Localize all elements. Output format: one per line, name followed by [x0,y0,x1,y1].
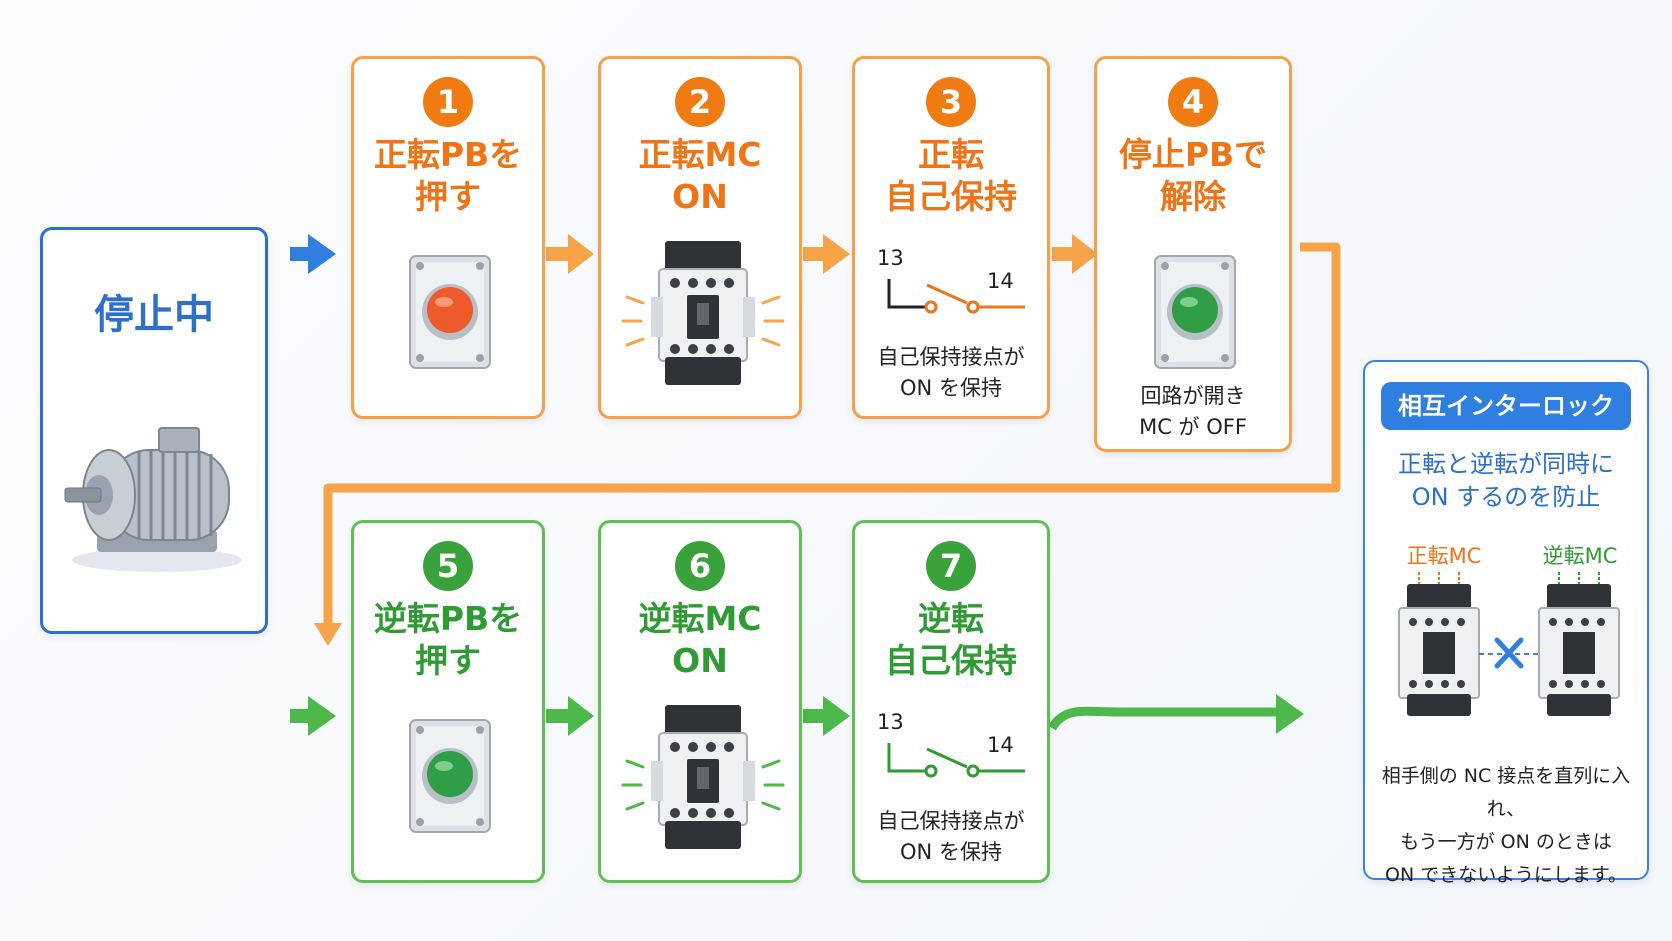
stopped-card: 停止中 [40,227,268,634]
red-push-button-icon [409,255,491,369]
step-2-title: 正転MC ON [638,135,762,216]
stopped-label: 停止中 [94,292,214,338]
step-1-title: 正転PBを 押す [373,135,523,216]
step-1-number: 1 [423,77,473,127]
arrow-5-6 [546,696,594,736]
step-7-caption: 自己保持接点が ON を保持 [877,809,1025,864]
interlock-panel: 相互インターロック 正転と逆転が同時に ON するのを防止 正転MC 逆転MC … [1363,360,1649,886]
interlock-description: 相手側の NC 接点を直列に入れ、 もう一方が ON のときは ON できないよ… [1381,765,1631,886]
reverse-mc-label: 逆転MC [1542,544,1618,568]
contactor-on-icon [621,241,785,385]
block-x-icon [1494,637,1524,669]
contact-label-13: 13 [877,710,904,734]
green-stop-button-icon [1154,255,1236,369]
step-3-number: 3 [926,77,976,127]
interlock-heading: 相互インターロック [1381,382,1631,430]
arrow-green-in [290,696,336,736]
step-4-card: 4 停止PBで 解除 回路が開き MC が OFF [1094,56,1292,452]
forward-mc-label: 正転MC [1406,544,1482,568]
step-6-title: 逆転MC ON [638,599,762,680]
step-6-card: 6 逆転MC ON [598,520,802,883]
contact-label-13: 13 [877,246,904,270]
step-3-title: 正転 自己保持 [885,135,1017,216]
step-7-number: 7 [926,541,976,591]
step-3-caption: 自己保持接点が ON を保持 [877,345,1025,400]
motor-icon [64,427,242,572]
step-5-number: 5 [423,541,473,591]
step-7-card: 7 逆転 自己保持 13 14 自己保持接点が ON を保持 [852,520,1050,883]
step-2-number: 2 [675,77,725,127]
step-4-number: 4 [1168,77,1218,127]
contact-label-14: 14 [987,733,1014,757]
step-2-card: 2 正転MC ON [598,56,802,419]
contact-label-14: 14 [987,269,1014,293]
step-5-card: 5 逆転PBを 押す [351,520,545,883]
step-4-title: 停止PBで 解除 [1118,135,1268,216]
step-4-caption: 回路が開き MC が OFF [1139,384,1247,439]
arrow-6-7 [803,696,850,736]
arrow-4-5 [323,242,1341,625]
green-push-button-icon [409,719,491,833]
self-hold-contact-diagram: 13 14 [877,710,1025,778]
arrow-3-4 [1052,234,1098,274]
step-1-card: 1 正転PBを 押す [351,56,545,419]
arrow-blue [290,234,336,274]
contactor-on-icon [621,705,785,849]
interlock-subtitle: 正転と逆転が同時に ON するのを防止 [1398,450,1614,511]
step-5-title: 逆転PBを 押す [373,599,523,680]
step-7-title: 逆転 自己保持 [885,599,1017,680]
self-hold-contact-diagram: 13 14 [877,246,1025,314]
arrow-2-3 [803,234,850,274]
step-3-card: 3 正転 自己保持 13 14 自己保持接点が ON を保持 [852,56,1050,419]
arrow-1-2 [546,234,594,274]
step-6-number: 6 [675,541,725,591]
interlock-contactors-diagram [1398,572,1620,716]
arrow-7-out [1048,694,1304,734]
